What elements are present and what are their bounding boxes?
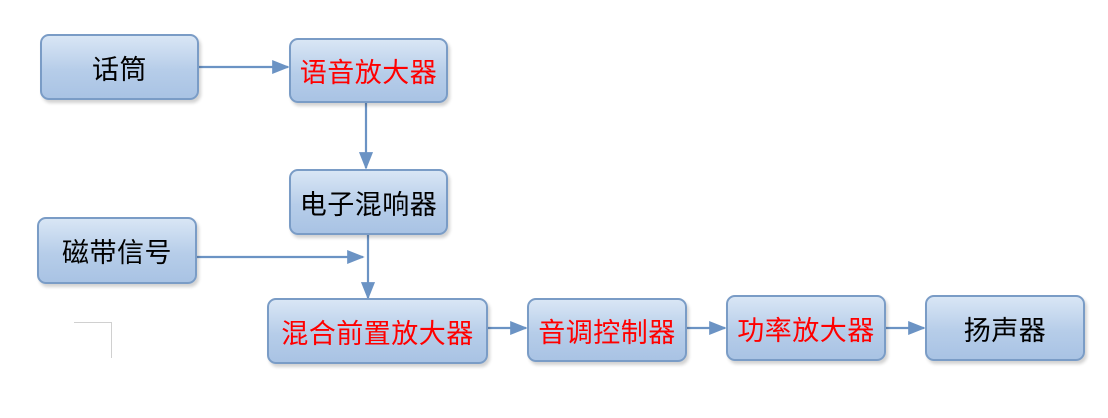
- node-tape-signal-label: 磁带信号: [62, 238, 172, 269]
- node-speaker: 扬声器: [925, 295, 1085, 361]
- corner-mark: [74, 322, 112, 358]
- node-tone-control: 音调控制器: [527, 298, 687, 362]
- node-microphone: 话筒: [40, 34, 199, 100]
- node-reverb-label: 电子混响器: [299, 189, 438, 221]
- node-mix-preamp: 混合前置放大器: [267, 298, 488, 364]
- node-tone-control-label: 音调控制器: [538, 317, 676, 349]
- node-voice-amp: 语音放大器: [289, 38, 448, 103]
- node-mix-preamp-label: 混合前置放大器: [281, 318, 474, 350]
- node-power-amp: 功率放大器: [726, 295, 886, 361]
- node-tape-signal: 磁带信号: [37, 217, 197, 284]
- node-microphone-label: 话筒: [92, 54, 147, 86]
- node-power-amp-label: 功率放大器: [737, 315, 875, 347]
- node-reverb: 电子混响器: [289, 169, 448, 235]
- node-speaker-label: 扬声器: [963, 315, 1047, 347]
- node-voice-amp-label: 语音放大器: [299, 58, 438, 89]
